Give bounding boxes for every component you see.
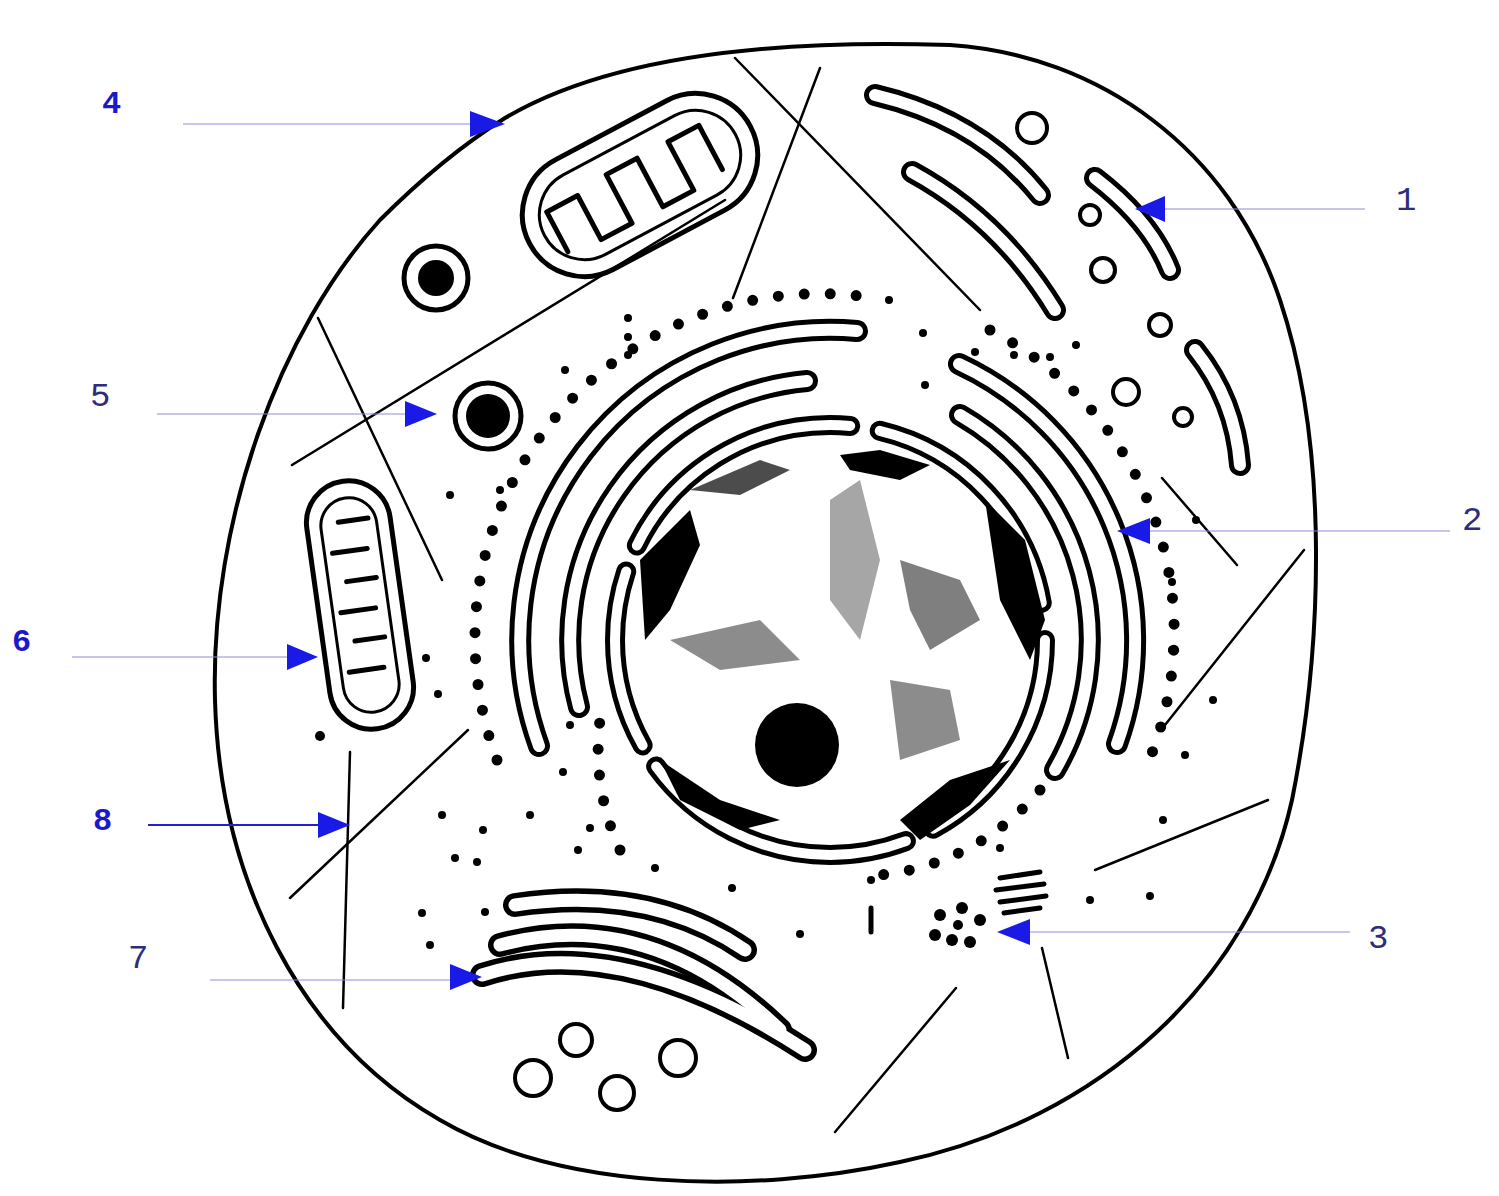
callout-number: 7 — [126, 941, 150, 977]
callout-number: 8 — [91, 805, 114, 839]
callout-number: 4 — [100, 88, 123, 122]
callout-number: 5 — [88, 379, 112, 415]
callout-number: 3 — [1366, 921, 1390, 957]
callout-number: 2 — [1460, 503, 1484, 539]
callout-number: 6 — [10, 626, 33, 660]
callout-number: 1 — [1394, 183, 1418, 219]
